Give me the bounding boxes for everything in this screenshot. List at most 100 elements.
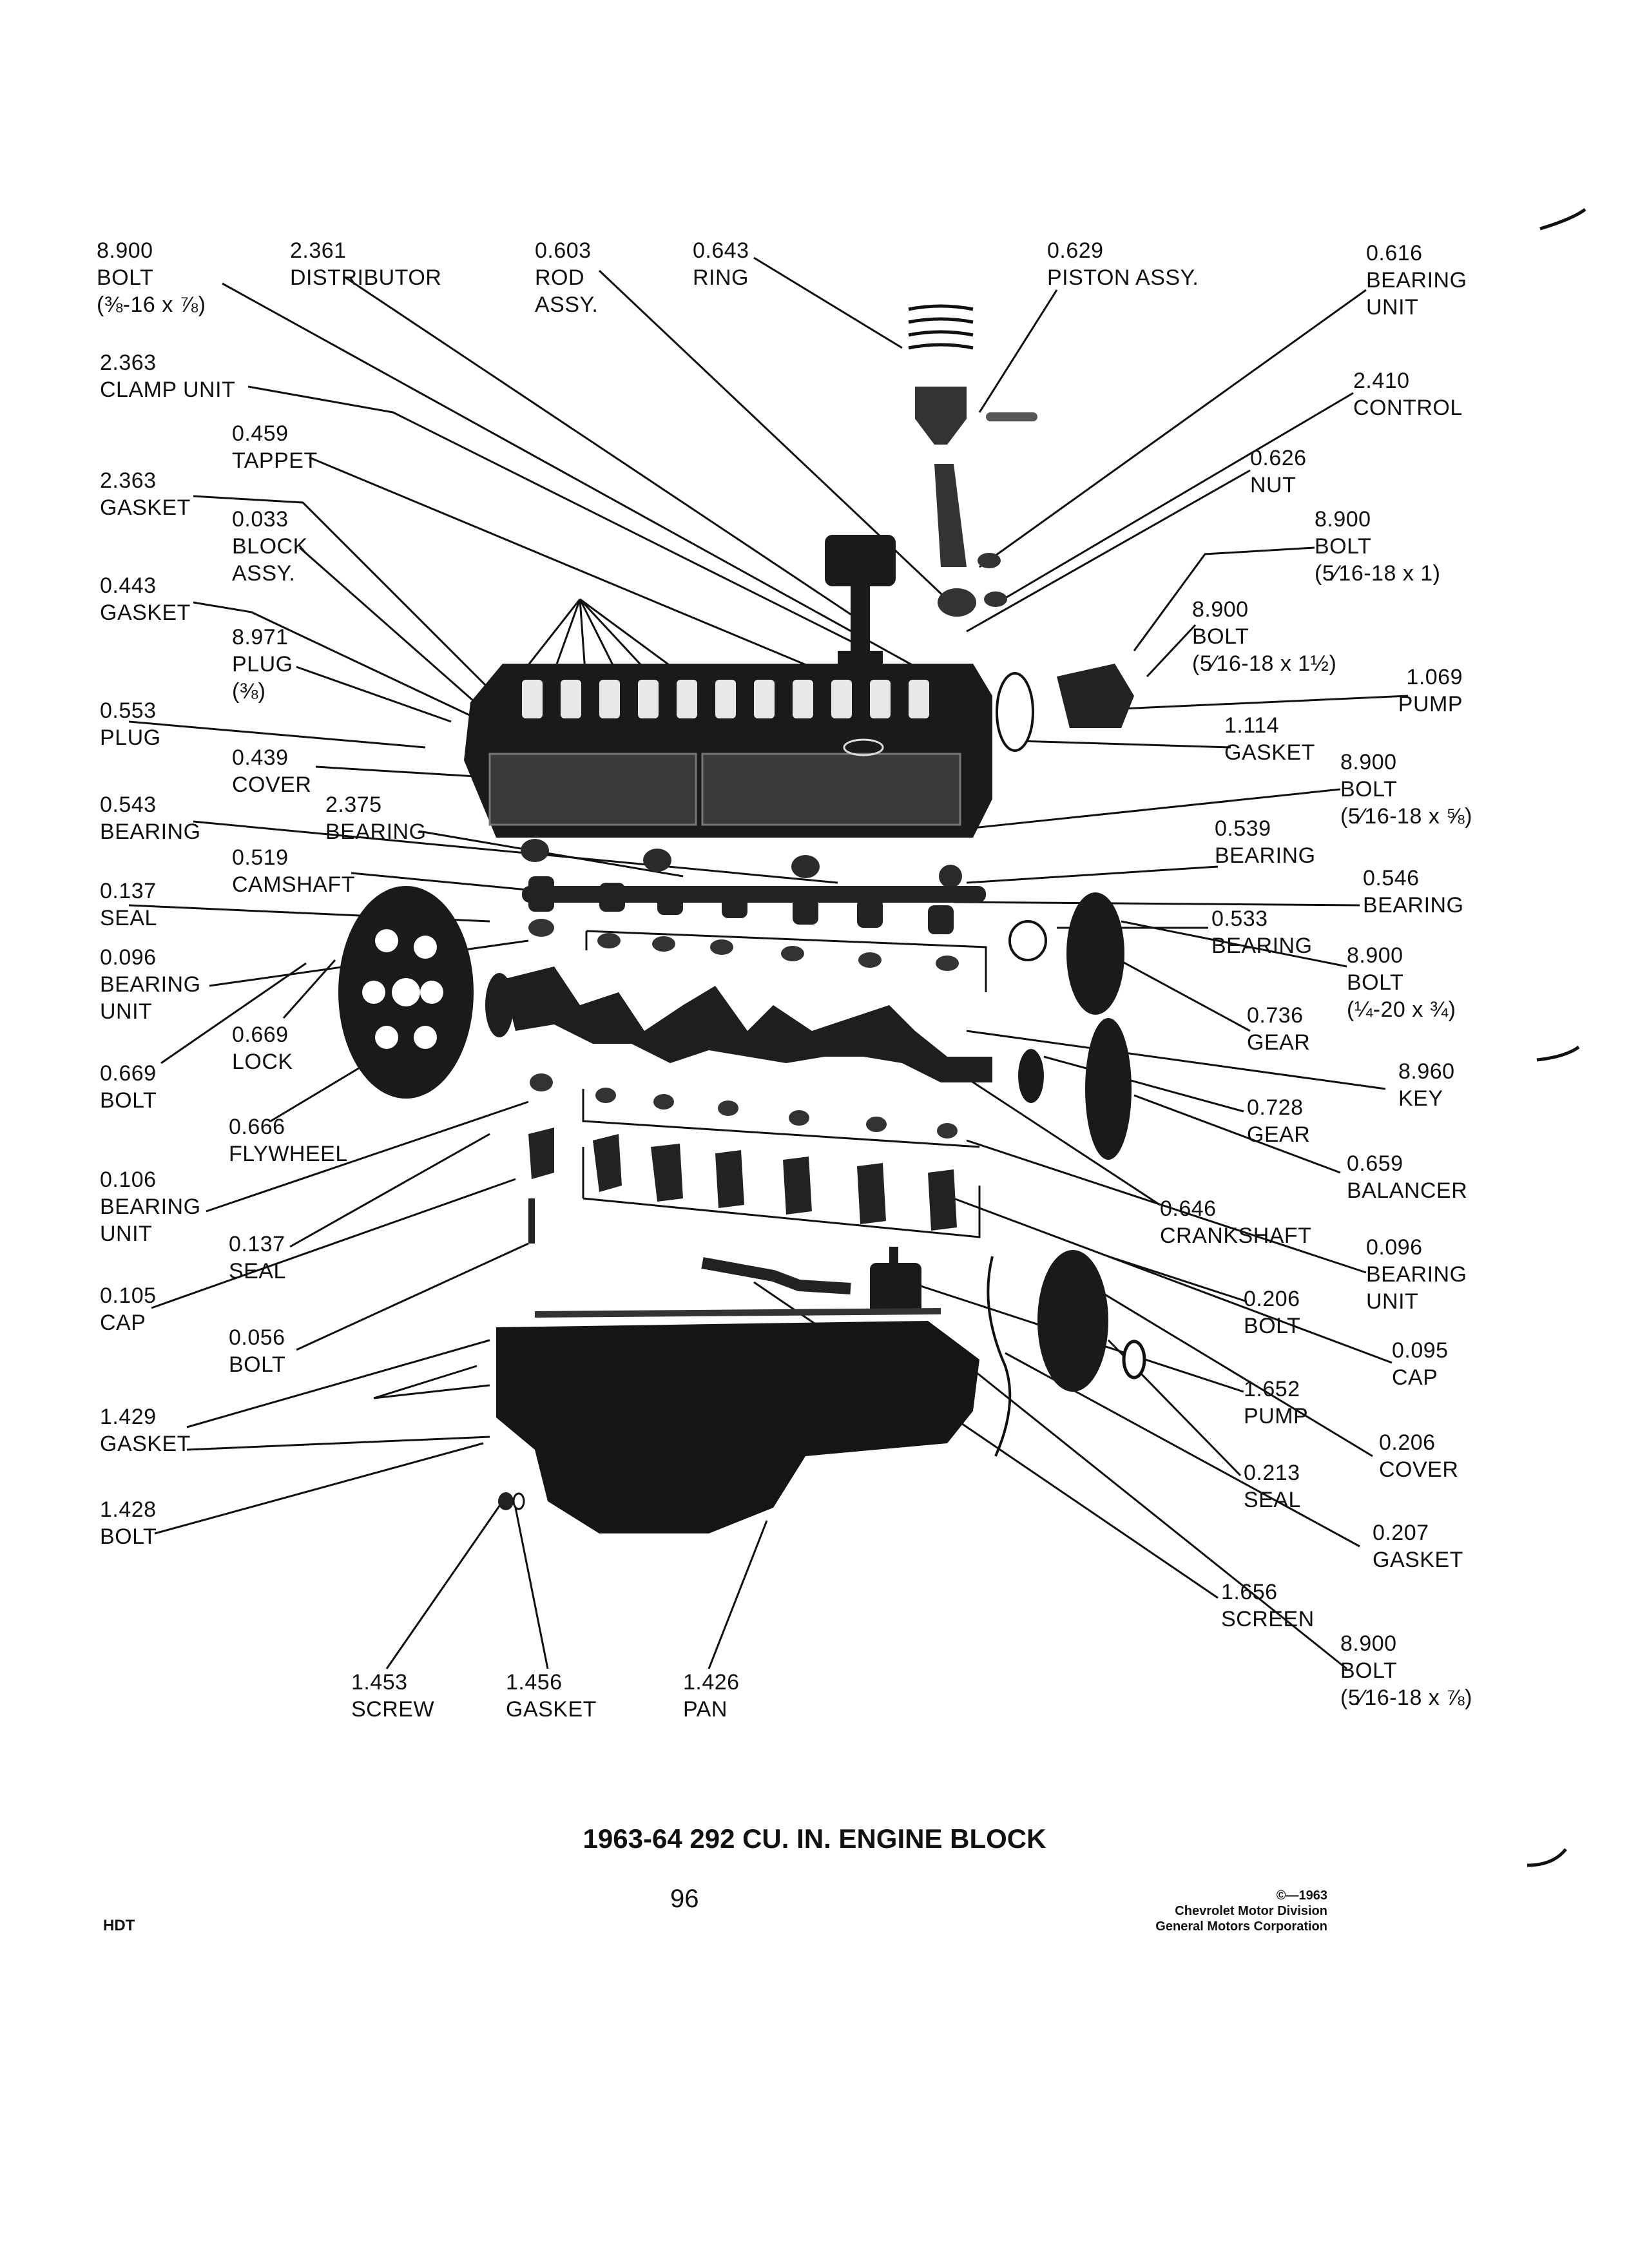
- copyright-year: ©—1963: [1276, 1888, 1327, 1903]
- timing-gears-drawing: [1008, 892, 1132, 1160]
- leader-key: [966, 1030, 1386, 1090]
- leader-gasket-1429d: [186, 1436, 490, 1451]
- leader-cover-206: [1063, 1268, 1373, 1457]
- leader-gasket-2363: [193, 495, 491, 691]
- flywheel-drawing: [338, 886, 474, 1099]
- camshaft-drawing: [522, 876, 986, 934]
- hdt-mark: HDT: [103, 1917, 135, 1934]
- leader-bolt-14: [1121, 920, 1347, 968]
- crankshaft-drawing: [485, 966, 992, 1082]
- timing-cover-drawing: [987, 1250, 1146, 1457]
- leader-bolt-516-112: [1146, 624, 1197, 678]
- leader-distributor: [344, 276, 858, 620]
- copyright-block: ©—1963 Chevrolet Motor Division General …: [1095, 1888, 1327, 1934]
- leader-crankshaft: [953, 1068, 1161, 1206]
- leader-bolt-516-78: [927, 1332, 1347, 1670]
- leader-bolt-206: [1108, 1255, 1248, 1303]
- binding-marks: [1527, 207, 1586, 1867]
- leader-balancer: [1133, 1094, 1341, 1174]
- distributor-drawing: [825, 535, 896, 670]
- leader-clamp: [247, 385, 858, 646]
- copyright-division: Chevrolet Motor Division: [1175, 1904, 1327, 1918]
- copyright-corporation: General Motors Corporation: [1155, 1919, 1327, 1934]
- leader-pump-top: [1121, 695, 1409, 710]
- page-number: 96: [670, 1885, 699, 1913]
- leader-bearing-543: [193, 820, 838, 884]
- leader-gasket-1429a: [186, 1339, 490, 1428]
- leader-block: [299, 546, 490, 716]
- leader-seal-lower: [289, 1133, 490, 1248]
- leader-gasket-1456: [514, 1507, 549, 1669]
- piston-drawing: [908, 304, 1037, 617]
- leader-cap-095: [953, 1197, 1393, 1364]
- upper-bearing-inserts: [585, 930, 987, 992]
- leader-lock: [282, 959, 336, 1019]
- leader-screw: [385, 1501, 504, 1669]
- leader-bolt-38: [222, 282, 922, 671]
- leader-bearing-unit-106: [206, 1100, 529, 1213]
- oil-pan-drawing: [496, 1308, 979, 1533]
- leader-control: [992, 392, 1354, 607]
- leader-gasket-1429b: [373, 1365, 477, 1399]
- engine-block-drawing: [464, 664, 992, 838]
- leader-gasket-443: [193, 601, 484, 723]
- leader-bearing-unit-right: [966, 1139, 1367, 1274]
- leader-lines: [128, 256, 1409, 1670]
- water-pump-drawing: [996, 664, 1134, 752]
- leader-plug-38: [296, 666, 452, 723]
- lower-bearing-inserts: [582, 1089, 980, 1148]
- leader-rod-assy: [598, 269, 955, 607]
- leader-cap-105: [151, 1178, 516, 1309]
- leader-bearing-539: [966, 865, 1219, 884]
- leader-gear-728: [1043, 1055, 1244, 1113]
- main-bearing-caps-drawing: [528, 1128, 957, 1231]
- tappet-lines: [508, 598, 703, 691]
- leader-bearing-2375: [418, 830, 684, 878]
- leader-tappet: [309, 456, 896, 704]
